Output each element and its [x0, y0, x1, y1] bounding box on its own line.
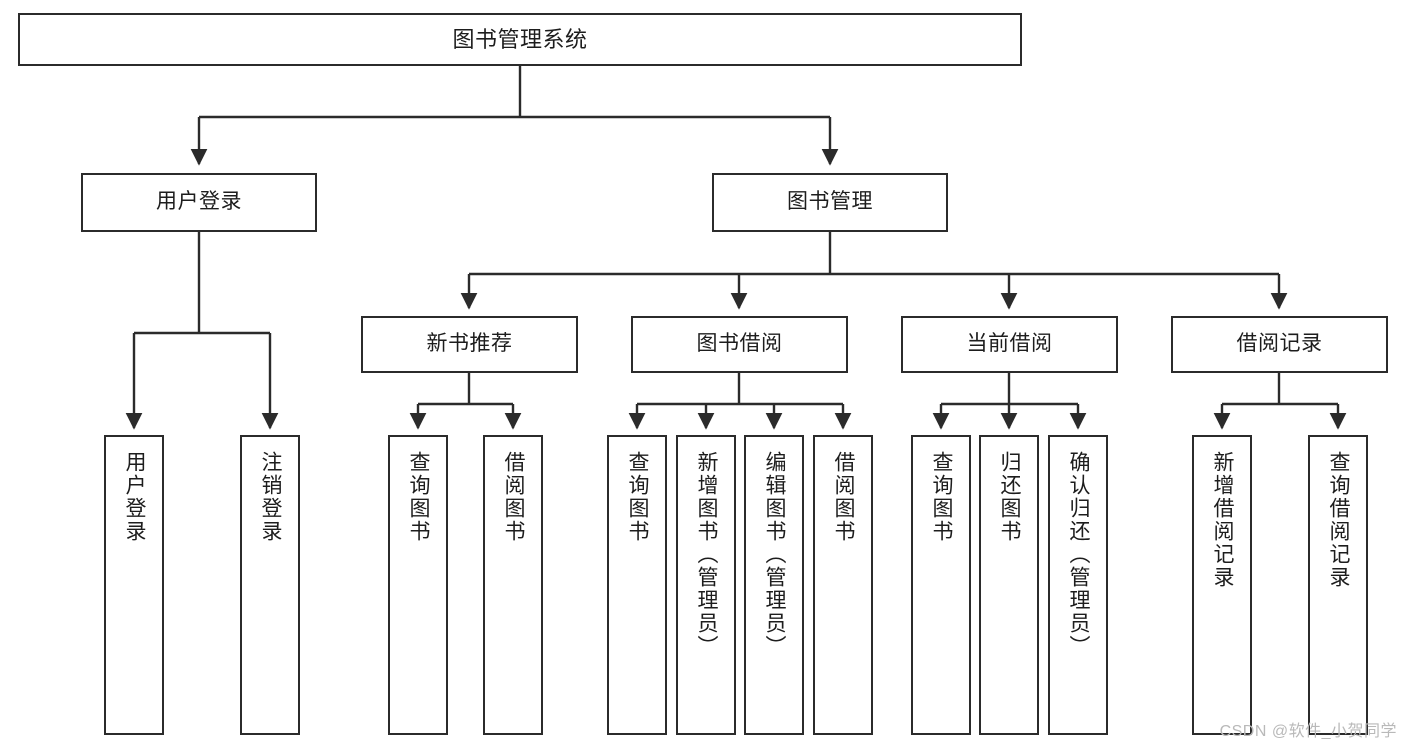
node-leaf-borrow-book-1-label: 借阅图书 — [502, 451, 526, 543]
node-leaf-user-login[interactable]: 用户登录 — [104, 435, 164, 735]
node-leaf-query-record-label: 查询借阅记录 — [1327, 451, 1351, 589]
node-root-label: 图书管理系统 — [452, 26, 588, 52]
node-leaf-query-book-1[interactable]: 查询图书 — [388, 435, 448, 735]
node-new-book-rec-label: 新书推荐 — [426, 332, 513, 356]
node-leaf-add-record-label: 新增借阅记录 — [1211, 451, 1235, 589]
node-leaf-user-logout-label: 注销登录 — [259, 451, 283, 543]
node-leaf-query-record[interactable]: 查询借阅记录 — [1308, 435, 1368, 735]
node-leaf-confirm-return-label: 确认归还（管理员） — [1067, 451, 1091, 658]
node-leaf-add-book-label: 新增图书（管理员） — [695, 451, 719, 658]
node-book-borrow-label: 图书借阅 — [696, 332, 783, 356]
node-leaf-borrow-book-1[interactable]: 借阅图书 — [483, 435, 543, 735]
node-user-login-label: 用户登录 — [156, 190, 242, 214]
node-leaf-user-login-label: 用户登录 — [123, 451, 147, 543]
node-leaf-add-record[interactable]: 新增借阅记录 — [1192, 435, 1252, 735]
node-current-borrow[interactable]: 当前借阅 — [901, 316, 1118, 373]
node-book-borrow[interactable]: 图书借阅 — [631, 316, 848, 373]
node-leaf-user-logout[interactable]: 注销登录 — [240, 435, 300, 735]
node-leaf-add-book[interactable]: 新增图书（管理员） — [676, 435, 736, 735]
node-leaf-borrow-book-2[interactable]: 借阅图书 — [813, 435, 873, 735]
node-root[interactable]: 图书管理系统 — [18, 13, 1022, 66]
node-leaf-return-book-label: 归还图书 — [998, 451, 1022, 543]
node-leaf-query-book-2[interactable]: 查询图书 — [607, 435, 667, 735]
node-leaf-edit-book-label: 编辑图书（管理员） — [763, 451, 787, 658]
node-leaf-borrow-book-2-label: 借阅图书 — [832, 451, 856, 543]
watermark: CSDN @软件_小贺同学 — [1219, 723, 1397, 740]
node-book-manage[interactable]: 图书管理 — [712, 173, 948, 232]
node-book-manage-label: 图书管理 — [787, 190, 873, 214]
node-leaf-query-book-1-label: 查询图书 — [407, 451, 431, 543]
node-leaf-edit-book[interactable]: 编辑图书（管理员） — [744, 435, 804, 735]
node-user-login[interactable]: 用户登录 — [81, 173, 317, 232]
node-borrow-record-label: 借阅记录 — [1236, 332, 1323, 356]
node-leaf-query-book-3-label: 查询图书 — [930, 451, 954, 543]
node-borrow-record[interactable]: 借阅记录 — [1171, 316, 1388, 373]
node-current-borrow-label: 当前借阅 — [966, 332, 1053, 356]
node-leaf-query-book-3[interactable]: 查询图书 — [911, 435, 971, 735]
node-leaf-query-book-2-label: 查询图书 — [626, 451, 650, 543]
node-leaf-return-book[interactable]: 归还图书 — [979, 435, 1039, 735]
node-leaf-confirm-return[interactable]: 确认归还（管理员） — [1048, 435, 1108, 735]
node-new-book-rec[interactable]: 新书推荐 — [361, 316, 578, 373]
